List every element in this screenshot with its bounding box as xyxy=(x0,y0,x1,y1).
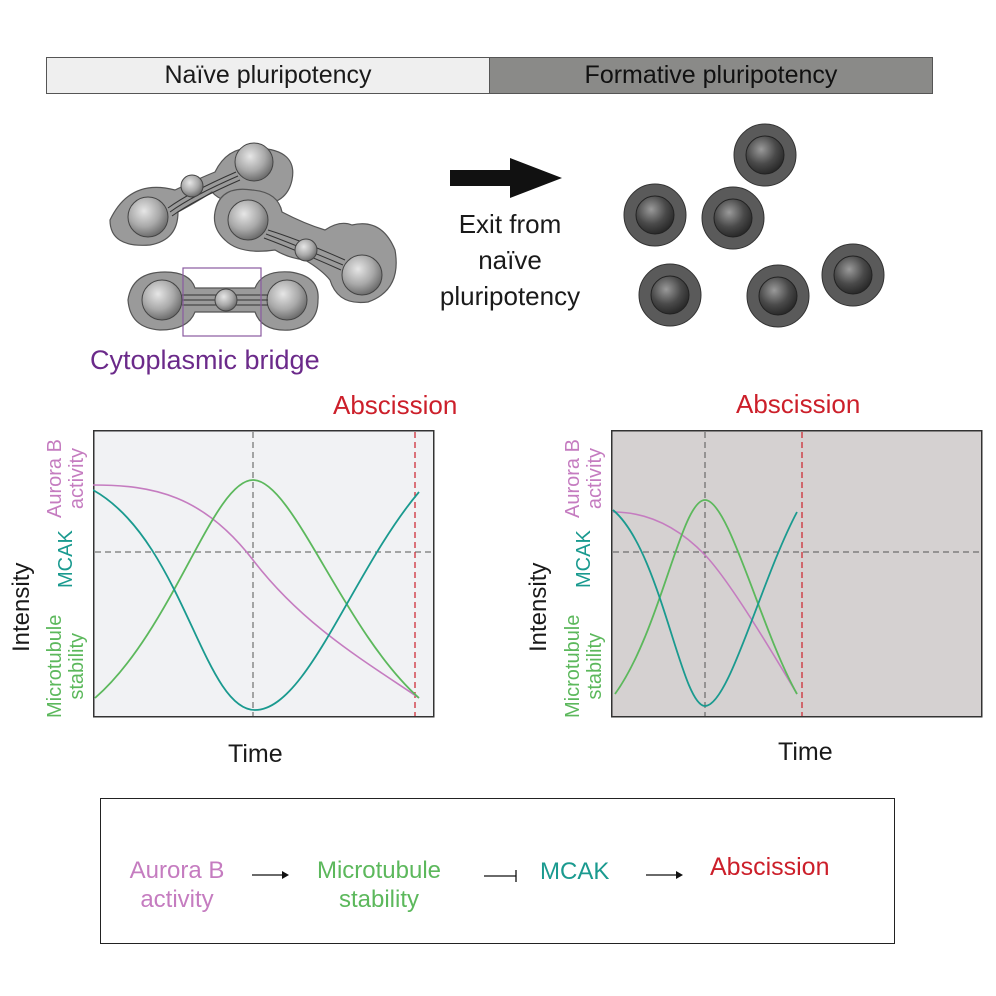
right-plot-area xyxy=(611,430,983,718)
left-legend-aurora-line-1: Aurora B xyxy=(44,439,66,518)
left-mcak-curve xyxy=(93,489,420,711)
pathway-mcak: MCAK xyxy=(540,858,610,885)
right-legend-mcak: MCAK xyxy=(573,530,595,588)
right-legend-aurora-line-2: activity xyxy=(584,447,606,510)
naive-cell-pair-3 xyxy=(127,271,319,331)
cytoplasmic-bridge-label: Cytoplasmic bridge xyxy=(90,345,320,375)
left-aurora-curve xyxy=(93,484,420,699)
naive-cell-pair-1 xyxy=(109,142,294,246)
pathway-mt-line-1: Microtubule xyxy=(316,857,442,884)
right-legend-mt-line-1: Microtubule xyxy=(562,614,584,718)
left-legend-mt-line-2: stability xyxy=(66,632,88,700)
left-abscission-label: Abscission xyxy=(333,390,458,420)
arrow-icon xyxy=(252,871,289,879)
pathway-mt-line-2: stability xyxy=(338,886,420,913)
pathway-microtubule: Microtubule stability xyxy=(290,856,468,914)
left-microtubule-curve xyxy=(94,479,420,699)
right-legend-microtubule: Microtubule stability xyxy=(562,615,606,718)
right-aurora-curve xyxy=(612,511,798,695)
cells-illustration xyxy=(109,123,885,337)
right-ylabel: Intensity xyxy=(525,562,552,652)
pathway-aurora-line-1: Aurora B xyxy=(129,857,225,884)
right-plot xyxy=(611,430,983,718)
right-xlabel: Time xyxy=(778,738,833,766)
left-plot xyxy=(93,430,435,718)
right-legend-mt-line-2: stability xyxy=(584,632,606,700)
left-legend-aurora-line-2: activity xyxy=(66,447,88,510)
pathway-box xyxy=(100,798,895,944)
formative-cells xyxy=(623,123,885,328)
transition-line-3: pluripotency xyxy=(439,281,581,311)
left-xlabel: Time xyxy=(228,740,283,768)
right-microtubule-curve xyxy=(614,499,798,695)
right-mcak-curve xyxy=(612,509,798,707)
left-legend-mcak: MCAK xyxy=(55,530,77,588)
right-legend-aurora: Aurora B activity xyxy=(562,439,606,518)
left-legend-microtubule: Microtubule stability xyxy=(44,615,88,718)
left-ylabel: Intensity xyxy=(8,562,35,652)
pathway-aurora-line-2: activity xyxy=(140,886,214,913)
left-legend-mt-line-1: Microtubule xyxy=(44,614,66,718)
left-legend-aurora: Aurora B activity xyxy=(44,439,88,518)
transition-line-1: Exit from xyxy=(458,209,562,239)
right-abscission-label: Abscission xyxy=(736,389,861,419)
pathway-abscission: Abscission xyxy=(710,853,830,881)
phase-naive-label: Naïve pluripotency xyxy=(164,61,372,89)
phase-formative-bar: Formative pluripotency xyxy=(489,57,933,94)
phase-naive-bar: Naïve pluripotency xyxy=(46,57,490,94)
naive-cell-pair-2 xyxy=(213,188,397,304)
transition-text: Exit from naïve pluripotency xyxy=(410,206,610,314)
transition-line-2: naïve xyxy=(478,245,542,275)
inhibition-arrow-icon xyxy=(484,870,517,882)
phase-formative-label: Formative pluripotency xyxy=(584,61,838,89)
bridge-highlight-box xyxy=(182,267,262,337)
pathway-aurora: Aurora B activity xyxy=(112,856,242,914)
transition-arrow xyxy=(450,158,562,198)
right-legend-aurora-line-1: Aurora B xyxy=(562,439,584,518)
arrow-icon xyxy=(646,871,683,879)
